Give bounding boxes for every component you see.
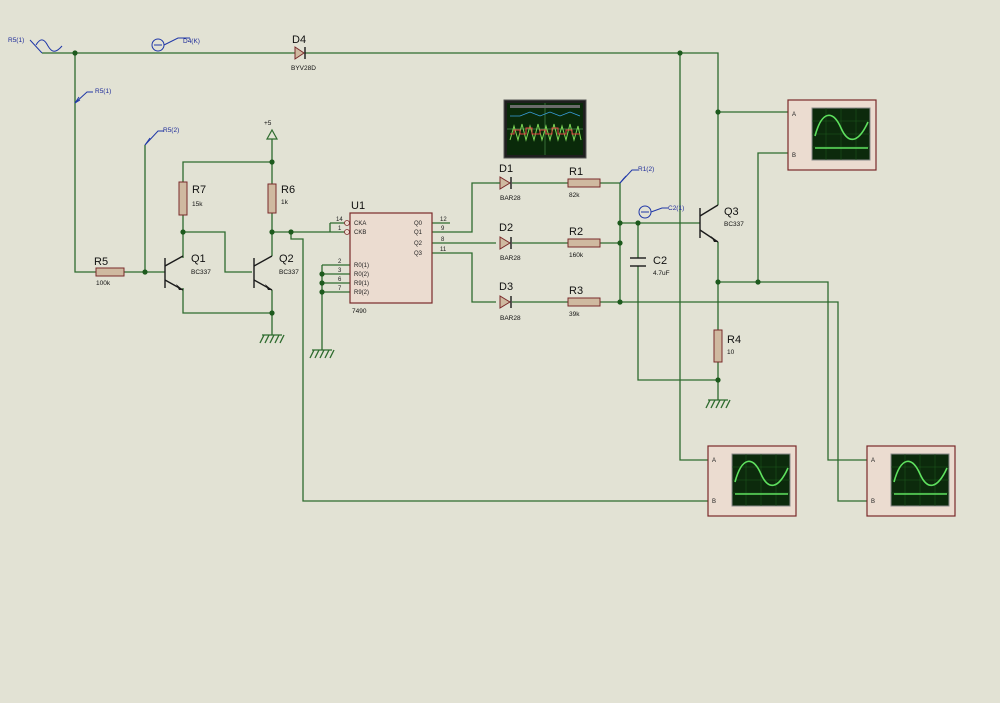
diode-d3[interactable]: D3 BAR28 — [499, 281, 521, 322]
d1-value: BAR28 — [500, 195, 521, 202]
diode-d1[interactable]: D1 BAR28 — [496, 163, 521, 202]
junction-dots — [72, 50, 761, 383]
probe-r1-2[interactable]: R1(2) — [619, 166, 654, 184]
u1-pin-r91: R9(1) — [354, 281, 369, 287]
u1-pin2-num: 2 — [338, 259, 342, 265]
supply-label: +5 — [264, 120, 272, 127]
r5-value: 100k — [96, 280, 111, 287]
d2-value: BAR28 — [500, 255, 521, 262]
probe-d4-k[interactable]: D4(K) — [151, 37, 200, 52]
d3-value: BAR28 — [500, 315, 521, 322]
scope3-ch-b: B — [871, 499, 875, 505]
probe-c2-1-label: C2(1) — [668, 205, 684, 212]
transistor-q2[interactable]: Q2 BC337 — [253, 253, 299, 291]
q2-value: BC337 — [279, 269, 299, 276]
q2-ref: Q2 — [279, 253, 294, 265]
probe-r5-2-label: R5(2) — [163, 127, 179, 134]
ic-u1[interactable]: U1 7490 14 CKA 1 CKB 2 R0(1) 3 R0(2) 6 R… — [336, 200, 447, 315]
u1-pin-q0: Q0 — [414, 221, 423, 227]
resistor-r7[interactable]: R7 15k — [178, 181, 206, 216]
r5-ref: R5 — [94, 256, 108, 268]
resistor-r4[interactable]: R4 10 — [713, 329, 741, 363]
r1-ref: R1 — [569, 166, 583, 178]
digital-oscilloscope-display[interactable] — [503, 99, 587, 159]
r2-ref: R2 — [569, 226, 583, 238]
transistor-q3[interactable]: Q3 BC337 — [699, 204, 744, 243]
probe-r5-2[interactable]: R5(2) — [144, 127, 179, 146]
u1-pin-cka: CKA — [354, 221, 366, 227]
r1-value: 82k — [569, 192, 580, 199]
oscilloscope-3[interactable]: A B — [866, 445, 956, 517]
r4-value: 10 — [727, 349, 735, 356]
u1-pin-q2: Q2 — [414, 241, 423, 247]
r6-ref: R6 — [281, 184, 295, 196]
supply-terminal[interactable]: +5 — [264, 120, 279, 140]
r7-value: 15k — [192, 201, 203, 208]
ground-r4 — [705, 399, 731, 409]
u1-pin1-num: 1 — [338, 226, 342, 232]
u1-pin11-num: 11 — [440, 247, 447, 253]
q1-ref: Q1 — [191, 253, 206, 265]
u1-pin-q3: Q3 — [414, 251, 423, 257]
capacitor-c2[interactable]: C2 4.7uF — [630, 255, 670, 277]
generator-label: R5(1) — [8, 37, 24, 44]
wires — [42, 52, 868, 502]
r6-value: 1k — [281, 199, 289, 206]
u1-pin9-num: 9 — [441, 226, 445, 232]
r3-ref: R3 — [569, 285, 583, 297]
scope3-ch-a: A — [871, 458, 875, 464]
generator-source[interactable]: R5(1) — [8, 37, 63, 54]
scope1-ch-b: B — [792, 153, 796, 159]
r4-ref: R4 — [727, 334, 741, 346]
d3-ref: D3 — [499, 281, 513, 293]
d1-ref: D1 — [499, 163, 513, 175]
u1-pin-q1: Q1 — [414, 230, 423, 236]
q3-value: BC337 — [724, 221, 744, 228]
probe-d4-k-label: D4(K) — [183, 38, 200, 45]
u1-pin-r92: R9(2) — [354, 290, 369, 296]
probe-c2-1[interactable]: C2(1) — [638, 205, 684, 219]
scope1-ch-a: A — [792, 112, 796, 118]
c2-value: 4.7uF — [653, 270, 670, 277]
u1-pin-ckb: CKB — [354, 230, 366, 236]
r2-value: 160k — [569, 252, 584, 259]
oscilloscope-2[interactable]: A B — [707, 445, 797, 517]
diode-d2[interactable]: D2 BAR28 — [499, 222, 521, 262]
diode-d4[interactable]: D4 BYV28D — [291, 34, 316, 72]
oscilloscope-1[interactable]: A B — [787, 99, 877, 171]
u1-pin7-num: 7 — [338, 286, 342, 292]
q3-ref: Q3 — [724, 206, 739, 218]
scope2-ch-a: A — [712, 458, 716, 464]
d4-ref: D4 — [292, 34, 306, 46]
u1-pin3-num: 3 — [338, 268, 342, 274]
transistor-q1[interactable]: Q1 BC337 — [164, 253, 211, 291]
resistor-r2[interactable]: R2 160k — [567, 226, 601, 259]
scope2-ch-b: B — [712, 499, 716, 505]
u1-pin6-num: 6 — [338, 277, 342, 283]
probe-r5-1[interactable]: R5(1) — [74, 88, 111, 104]
d2-ref: D2 — [499, 222, 513, 234]
d4-value: BYV28D — [291, 65, 316, 72]
u1-pin-r02: R0(2) — [354, 272, 369, 278]
q1-value: BC337 — [191, 269, 211, 276]
ground-u1 — [309, 349, 335, 359]
u1-pin8-num: 8 — [441, 237, 445, 243]
u1-value: 7490 — [352, 308, 367, 315]
c2-ref: C2 — [653, 255, 667, 267]
resistor-r5[interactable]: R5 100k — [94, 256, 125, 287]
resistor-r1[interactable]: R1 82k — [567, 166, 601, 199]
resistor-r6[interactable]: R6 1k — [267, 183, 295, 214]
r7-ref: R7 — [192, 184, 206, 196]
ground-q2 — [259, 334, 285, 344]
r3-value: 39k — [569, 311, 580, 318]
probe-r5-1-label: R5(1) — [95, 88, 111, 95]
probe-r1-2-label: R1(2) — [638, 166, 654, 173]
resistor-r3[interactable]: R3 39k — [567, 285, 601, 318]
u1-ref: U1 — [351, 200, 365, 212]
u1-pin-r01: R0(1) — [354, 263, 369, 269]
u1-pin12-num: 12 — [440, 217, 447, 223]
u1-pin14-num: 14 — [336, 217, 343, 223]
